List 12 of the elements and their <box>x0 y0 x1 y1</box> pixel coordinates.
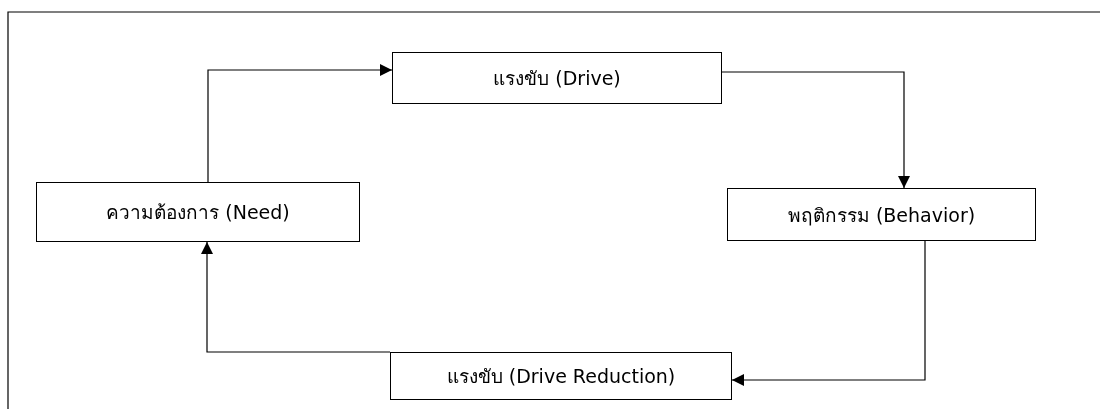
box-label: แรงขับ (Drive Reduction) <box>446 364 676 389</box>
box-label: พฤติกรรม (Behavior) <box>787 202 976 228</box>
process-box <box>36 182 360 242</box>
arrow <box>201 241 391 353</box>
box-label: ความต้องการ (Need) <box>106 200 290 225</box>
arrow <box>721 71 910 189</box>
process-box <box>390 352 732 400</box>
arrow <box>207 64 393 183</box>
process-box <box>727 188 1036 241</box>
process-box <box>392 52 722 104</box>
arrow <box>731 240 926 386</box>
box-label: แรงขับ (Drive) <box>493 66 621 91</box>
